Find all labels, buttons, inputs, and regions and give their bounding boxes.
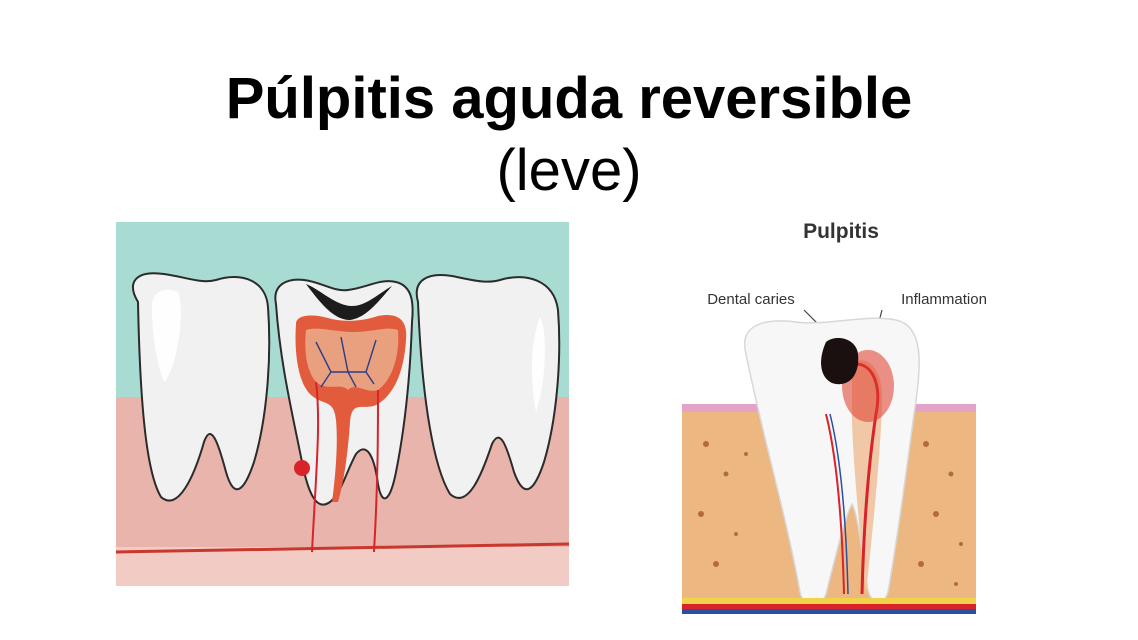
- middle-molar-with-caries: [274, 278, 414, 553]
- left-molar: [132, 272, 271, 502]
- nerve-band-yellow: [682, 598, 976, 604]
- root-canal-nerves: [311, 381, 379, 553]
- pulp-nerves: [315, 336, 377, 388]
- bone-texture: [698, 441, 963, 586]
- root-nerve-blue: [829, 413, 849, 595]
- vein-band: [682, 609, 976, 614]
- diagram-heading: Pulpitis: [803, 220, 879, 243]
- slide-title: Púlpitis aguda reversible: [225, 66, 913, 131]
- caries-lesion: [306, 284, 392, 320]
- right-molar: [415, 274, 561, 499]
- lower-tissue: [116, 547, 569, 586]
- pulpitis-cross-section: Pulpitis Dental caries Inflammation: [682, 220, 987, 614]
- blood-vessel-line: [116, 542, 569, 554]
- caries-cavity: [821, 338, 859, 385]
- tooth-cavity-illustration: [116, 222, 569, 586]
- pulp-core: [305, 328, 399, 391]
- slide-subtitle: (leve): [496, 138, 642, 203]
- label-inflammation: Inflammation: [901, 291, 987, 308]
- root-nerve-red: [825, 413, 845, 595]
- slide-title-block: Púlpitis aguda reversible (leve): [0, 62, 1138, 206]
- artery-band: [682, 604, 976, 609]
- label-dental-caries: Dental caries: [707, 291, 795, 308]
- abscess-spot: [294, 460, 310, 476]
